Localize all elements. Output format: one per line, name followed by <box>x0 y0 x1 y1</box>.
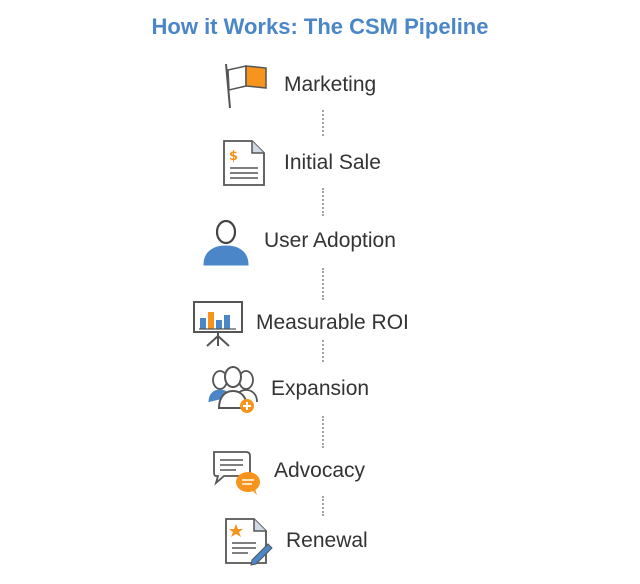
step-label: Advocacy <box>274 459 366 482</box>
contract-star-icon <box>222 516 274 566</box>
svg-text:$: $ <box>229 149 238 164</box>
step-label: Measurable ROI <box>256 311 409 334</box>
flag-icon <box>220 60 272 110</box>
step-label: Initial Sale <box>284 151 381 174</box>
pipeline-step-initial-sale: $ Initial Sale <box>220 138 381 188</box>
pipeline-step-renewal: Renewal <box>222 516 368 566</box>
pipeline-step-measurable-roi: Measurable ROI <box>192 298 409 348</box>
invoice-dollar-icon: $ <box>220 138 272 188</box>
connector-line <box>322 340 326 362</box>
presentation-chart-icon <box>192 298 244 348</box>
pipeline-step-expansion: Expansion <box>207 364 369 414</box>
pipeline-step-advocacy: Advocacy <box>210 446 365 496</box>
step-label: Marketing <box>284 73 377 96</box>
pipeline-step-marketing: Marketing <box>220 60 376 110</box>
connector-line <box>322 268 326 300</box>
step-label: Expansion <box>271 377 370 400</box>
pipeline-step-user-adoption: User Adoption <box>200 216 396 266</box>
connector-line <box>322 188 326 216</box>
user-group-add-icon <box>207 364 259 414</box>
page-title: How it Works: The CSM Pipeline <box>151 14 489 39</box>
user-icon <box>200 216 252 266</box>
connector-line <box>322 416 326 448</box>
step-label: User Adoption <box>264 229 396 252</box>
step-label: Renewal <box>286 529 368 552</box>
connector-line <box>322 496 326 516</box>
chat-bubbles-icon <box>210 446 262 496</box>
connector-line <box>322 110 326 136</box>
